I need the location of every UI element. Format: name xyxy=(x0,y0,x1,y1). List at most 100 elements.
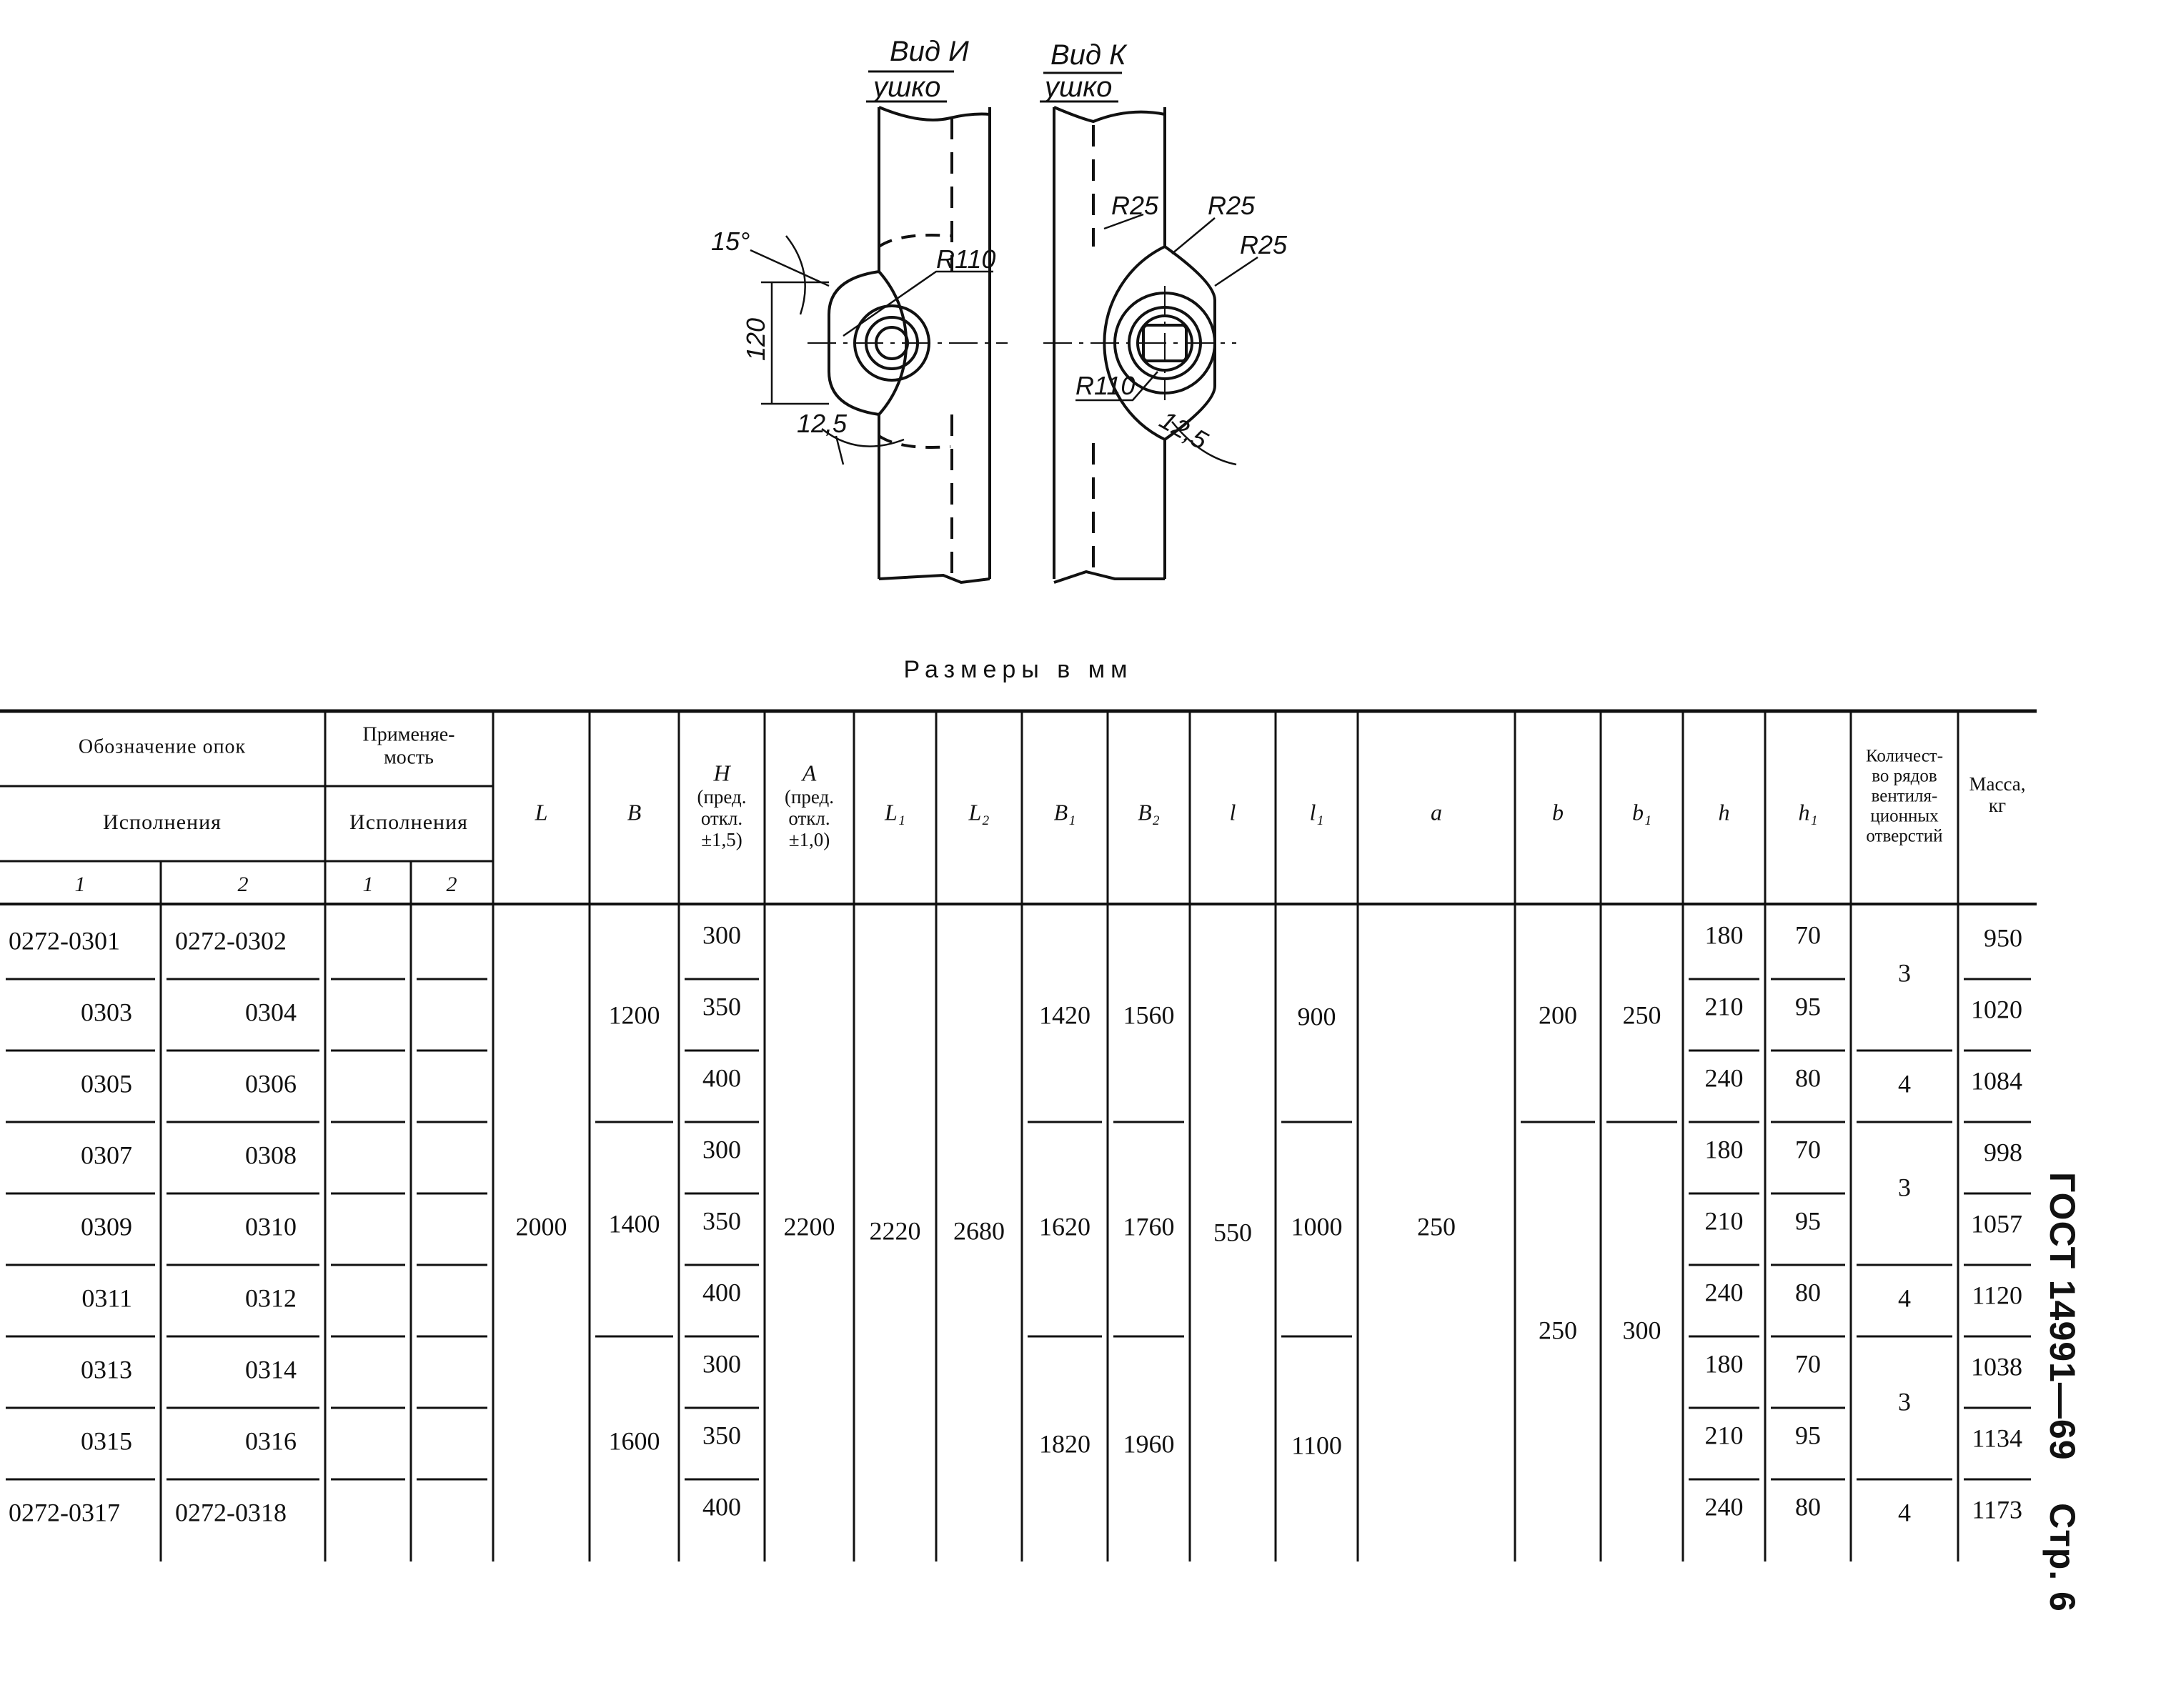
cell-mass-3: 998 xyxy=(1984,1138,2022,1166)
cell-v2-1: 0304 xyxy=(245,998,297,1026)
header-applicability-2: мость xyxy=(384,746,434,768)
view-k-rough-leader xyxy=(1171,421,1237,466)
cell-v1-7: 0315 xyxy=(81,1426,132,1455)
cell-H-8: 400 xyxy=(702,1492,741,1521)
header-n1: 1 xyxy=(75,873,86,896)
cell-H-6: 300 xyxy=(702,1349,741,1378)
header-l1: l₁ xyxy=(1309,799,1323,825)
cell-v2-6: 0314 xyxy=(245,1355,297,1384)
gost-side-label: ГОСТ 14991—69 Стр. 6 xyxy=(2042,1172,2083,1612)
cell-rows-4: 4 xyxy=(1898,1284,1911,1312)
header-n2: 2 xyxy=(238,873,249,896)
header-b1: b₁ xyxy=(1632,799,1651,825)
cell-h-3: 180 xyxy=(1705,1135,1744,1163)
cell-l1-3: 1100 xyxy=(1291,1431,1342,1459)
cell-mass-4: 1057 xyxy=(1971,1209,2022,1238)
cell-v2-2: 0306 xyxy=(245,1069,297,1098)
cell-b1-1: 250 xyxy=(1623,1001,1661,1029)
cell-rows-5: 3 xyxy=(1898,1387,1911,1416)
header-H: H xyxy=(712,760,731,785)
cell-b-1: 200 xyxy=(1539,1001,1577,1029)
view-k-subtitle: ушко xyxy=(1043,71,1112,103)
view-i-subtitle: ушко xyxy=(871,71,940,103)
cell-h-6: 180 xyxy=(1705,1349,1744,1378)
header-mass-2: кг xyxy=(1989,795,2006,816)
cell-h-4: 210 xyxy=(1705,1206,1744,1235)
cell-mass-8: 1173 xyxy=(1972,1495,2022,1524)
cell-h-0: 180 xyxy=(1705,920,1744,949)
cell-rows-2: 4 xyxy=(1898,1069,1911,1098)
header-mass-1: Масса, xyxy=(1969,773,2025,795)
cell-L2: 2680 xyxy=(953,1216,1005,1245)
header-L: L xyxy=(535,799,548,825)
gost-standard: ГОСТ 14991—69 xyxy=(2042,1172,2082,1461)
view-k-center-line xyxy=(1043,286,1236,400)
cell-rows-6: 4 xyxy=(1898,1498,1911,1526)
r110-right-label: R110 xyxy=(1075,371,1135,400)
cell-mass-2: 1084 xyxy=(1971,1066,2022,1095)
header-n3: 1 xyxy=(363,873,374,896)
header-h: h xyxy=(1719,799,1730,825)
view-k-title: Вид К xyxy=(1050,39,1128,71)
cell-l1-2: 1000 xyxy=(1291,1212,1343,1241)
cell-h1-3: 70 xyxy=(1795,1135,1821,1163)
header-rows-1: Количест- xyxy=(1866,747,1943,766)
angle-label: 15° xyxy=(711,227,750,256)
cell-mass-7: 1134 xyxy=(1972,1424,2022,1452)
r25-label-b: R25 xyxy=(1208,191,1256,220)
cell-h1-6: 70 xyxy=(1795,1349,1821,1378)
header-n4: 2 xyxy=(447,873,457,896)
cell-mass-6: 1038 xyxy=(1971,1352,2022,1381)
cell-B-2: 1400 xyxy=(609,1209,660,1238)
lug-views-drawing: Вид И ушко Вид К ушко 15° 120 R110 R110 … xyxy=(711,36,1288,585)
cell-B-1: 1200 xyxy=(609,1001,660,1029)
cell-mass-5: 1120 xyxy=(1972,1281,2022,1309)
header-versions: Исполнения xyxy=(103,810,222,834)
cell-H-2: 400 xyxy=(702,1063,741,1092)
cell-h-7: 210 xyxy=(1705,1421,1744,1449)
header-applicability-1: Применяе- xyxy=(363,723,455,745)
cell-B1-2: 1620 xyxy=(1039,1212,1090,1241)
header-H-2: откл. xyxy=(701,808,742,829)
cell-b1-2: 300 xyxy=(1623,1316,1661,1344)
cell-h1-0: 70 xyxy=(1795,920,1821,949)
cell-h-5: 240 xyxy=(1705,1278,1744,1306)
cell-H-1: 350 xyxy=(702,992,741,1021)
cell-v1-6: 0313 xyxy=(81,1355,132,1384)
cell-H-4: 350 xyxy=(702,1206,741,1235)
view-k-r110-leader xyxy=(1075,371,1158,402)
page-number: Стр. 6 xyxy=(2042,1503,2082,1612)
view-k-r25-leaders xyxy=(1103,213,1258,287)
cell-h1-2: 80 xyxy=(1795,1063,1821,1092)
header-B: B xyxy=(627,799,642,825)
cell-v2-8: 0272-0318 xyxy=(175,1498,287,1526)
view-k-bottom-break xyxy=(1053,570,1165,584)
rough-left-label: 12,5 xyxy=(797,409,848,438)
header-A: A xyxy=(801,760,817,785)
header-designation: Обозначение опок xyxy=(79,735,246,758)
cell-l1-1: 900 xyxy=(1298,1002,1336,1031)
header-A-1: (пред. xyxy=(785,786,834,808)
cell-B2-2: 1760 xyxy=(1123,1212,1175,1241)
cell-v1-1: 0303 xyxy=(81,998,132,1026)
height-label: 120 xyxy=(741,318,770,361)
cell-rows-1: 3 xyxy=(1898,958,1911,987)
cell-v1-2: 0305 xyxy=(81,1069,132,1098)
cell-v1-3: 0307 xyxy=(81,1141,132,1169)
cell-H-7: 350 xyxy=(702,1421,741,1449)
cell-B2-1: 1560 xyxy=(1123,1001,1175,1029)
cell-h-8: 240 xyxy=(1705,1492,1744,1521)
view-i-top-break xyxy=(878,106,990,121)
cell-h1-5: 80 xyxy=(1795,1278,1821,1306)
cell-v1-0: 0272-0301 xyxy=(9,926,120,955)
cell-B-3: 1600 xyxy=(609,1426,660,1455)
cell-L1: 2220 xyxy=(870,1216,921,1245)
cell-rows-3: 3 xyxy=(1898,1173,1911,1201)
header-B1: B₁ xyxy=(1054,799,1076,825)
view-i-dashed-curve xyxy=(878,234,951,449)
header-H-1: (пред. xyxy=(697,786,746,808)
header-applic-versions: Исполнения xyxy=(349,810,468,834)
cell-h-1: 210 xyxy=(1705,992,1744,1021)
cell-v1-5: 0311 xyxy=(81,1284,132,1312)
